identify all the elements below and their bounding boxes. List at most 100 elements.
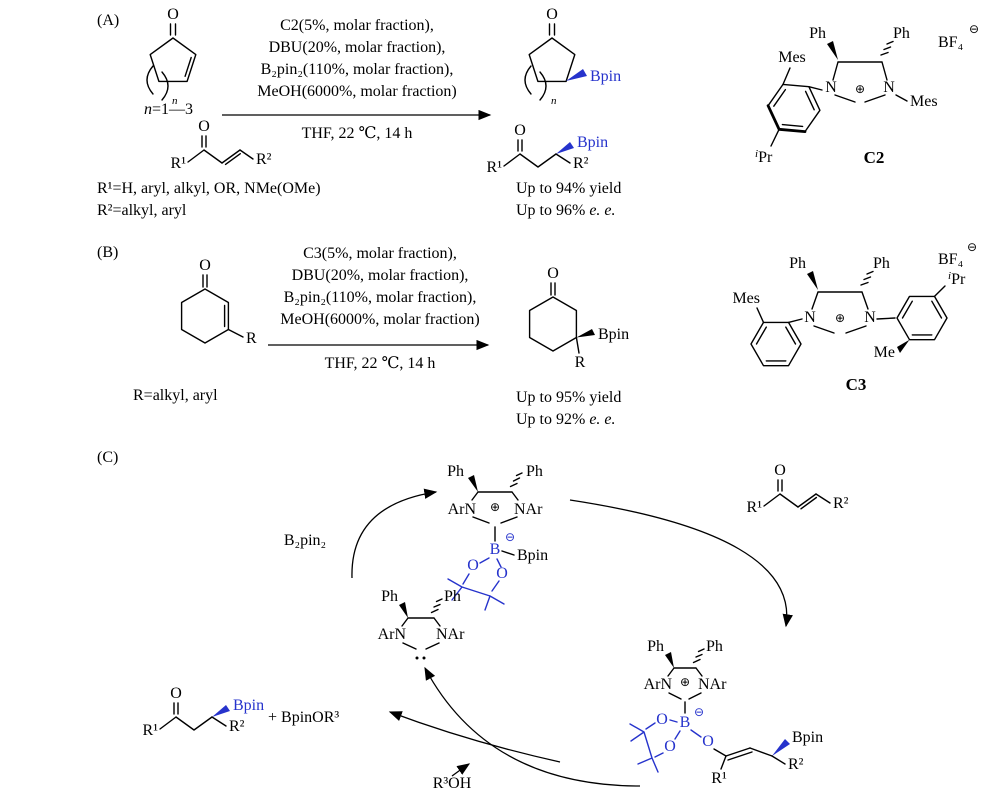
bpin-label: Bpin [598,326,629,343]
free-nhc-carbene: Ph Ph ArN NAr [378,588,465,660]
mes-n-label: Mes [910,93,938,110]
ph-left-label: Ph [381,588,398,605]
substrate-acyclic-enone: R¹ O R² [171,118,272,172]
oxygen-label: O [546,6,558,23]
me-label: Me [874,344,895,361]
bpin-label: Bpin [577,134,608,151]
bf4-label: BF₄ [938,34,964,51]
carbonyl-double-bond [173,702,179,715]
ph-right-hash [509,472,523,488]
catalyst-name: C2 [864,148,885,167]
minus-charge-icon: ⊖ [505,530,515,544]
me-wedge [897,339,910,353]
o-enolate-label: O [702,733,714,750]
aryl-right-aromatic-inner-bonds [901,300,943,336]
n-left-label: N [825,79,837,96]
o-top-label: O [656,711,668,728]
condition-line-2: DBU(20%, molar fraction), [269,39,446,56]
bpin-label: Bpin [517,547,548,564]
nhc-boryl-adduct: Ph Ph ArN NAr ⊕ B ⊖ Bpin O O [447,463,548,611]
enol-double-bond [725,747,753,761]
ring-bonds [401,617,441,650]
ipr-label: iPr [755,148,773,166]
ring-bonds [667,667,703,700]
ipr-bond [770,128,780,147]
bpin-wedge [772,739,790,756]
r2-label: R² [229,718,245,735]
r-bond [227,328,244,338]
plus-charge-icon: ⊕ [835,311,845,325]
bpin-label: Bpin [792,729,823,746]
r1-bond [720,755,727,770]
panel-c-label: (C) [97,449,118,466]
aryl-aromatic-inner-bonds [773,88,815,128]
ph-right-hash [692,648,705,664]
ee-prefix: Up to 96% [516,202,589,219]
ring-size-definition: n=1—3 [144,101,193,118]
mes-ortho-label: Mes [778,49,806,66]
n-left-label: N [804,309,816,326]
o-right-label: O [496,565,508,582]
r1-label: R¹ [487,159,503,176]
r-definition: R=alkyl, aryl [133,387,218,404]
b-o-right-bond [496,558,502,568]
ring-bonds [471,491,519,524]
lone-pair-dot [415,656,419,660]
carbonyl-double-bond [517,139,523,152]
ph-right-label: Ph [893,25,910,42]
condition-line-1: C2(5%, molar fraction), [280,17,434,34]
carbonyl-double-bond [201,135,207,148]
plus-charge-icon: ⊕ [680,675,690,689]
substrate-cycloalkenone: O n n=1—3 [144,6,197,118]
ee-line: Up to 96% e. e. [516,202,616,219]
n-aryl-right-bond [876,317,896,320]
ph-left-label: Ph [809,25,826,42]
alkene-double-bond [221,149,241,166]
reaction-b: C3(5%, molar fraction), DBU(20%, molar f… [268,245,490,372]
condition-line-4: MeOH(6000%, molar fraction) [257,83,457,100]
chain-bonds [187,149,223,164]
ph-left-wedge [807,271,818,290]
r2-definition: R²=alkyl, aryl [97,202,187,219]
ring-bonds [528,37,576,83]
b2pin2-label: B₂pin₂ [284,532,326,549]
ph-left-wedge [399,602,408,618]
condition-line-1: C3(5%, molar fraction), [303,245,457,262]
ipr-superscript: i [755,148,758,160]
n-range: =1—3 [152,101,193,118]
ph-left-label: Ph [789,255,806,272]
bpin-wedge [212,705,230,717]
byproduct-label: + BpinOR³ [268,709,339,726]
b-o-enolate-bond [690,729,702,738]
r1-label: R¹ [747,499,763,516]
o-bottom-label: O [664,738,676,755]
imidazolinium-ring-bonds [811,291,869,334]
oxygen-label: O [547,265,559,282]
r2-bond [771,755,786,765]
r-label: R [575,354,586,371]
r2-bond [555,153,571,164]
ph-right-label: Ph [444,588,461,605]
r3oh-label: R³OH [433,775,472,792]
boron-enolate-intermediate: Ph Ph ArN NAr ⊕ B ⊖ O O O R¹ Bpin [629,638,823,787]
ring-size-subscript: n [551,95,557,107]
aryl-left-aromatic-inner-bonds [755,326,797,362]
oxygen-label: O [167,6,179,23]
ring-bonds [149,37,197,83]
ph-right-hash [430,598,443,614]
catalyst-c3: Ph Ph N N ⊕ BF₄ ⊖ Mes iPr Me C3 [732,240,977,394]
ph-right-label: Ph [706,638,723,655]
bpin-wedge [566,69,587,81]
nar-label: NAr [698,676,727,693]
condition-line-4: MeOH(6000%, molar fraction) [280,311,480,328]
condition-line-2: DBU(20%, molar fraction), [292,267,469,284]
yield-line: Up to 94% yield [516,180,621,197]
n-aryl-left-bond [787,318,803,324]
n-right-label: N [864,309,876,326]
condition-line-3: B₂pin₂(110%, molar fraction), [284,289,477,306]
r2-label: R² [573,155,589,172]
bracket-left [146,65,154,95]
n-italic: n [144,101,152,118]
ph-right-hash [880,40,894,56]
